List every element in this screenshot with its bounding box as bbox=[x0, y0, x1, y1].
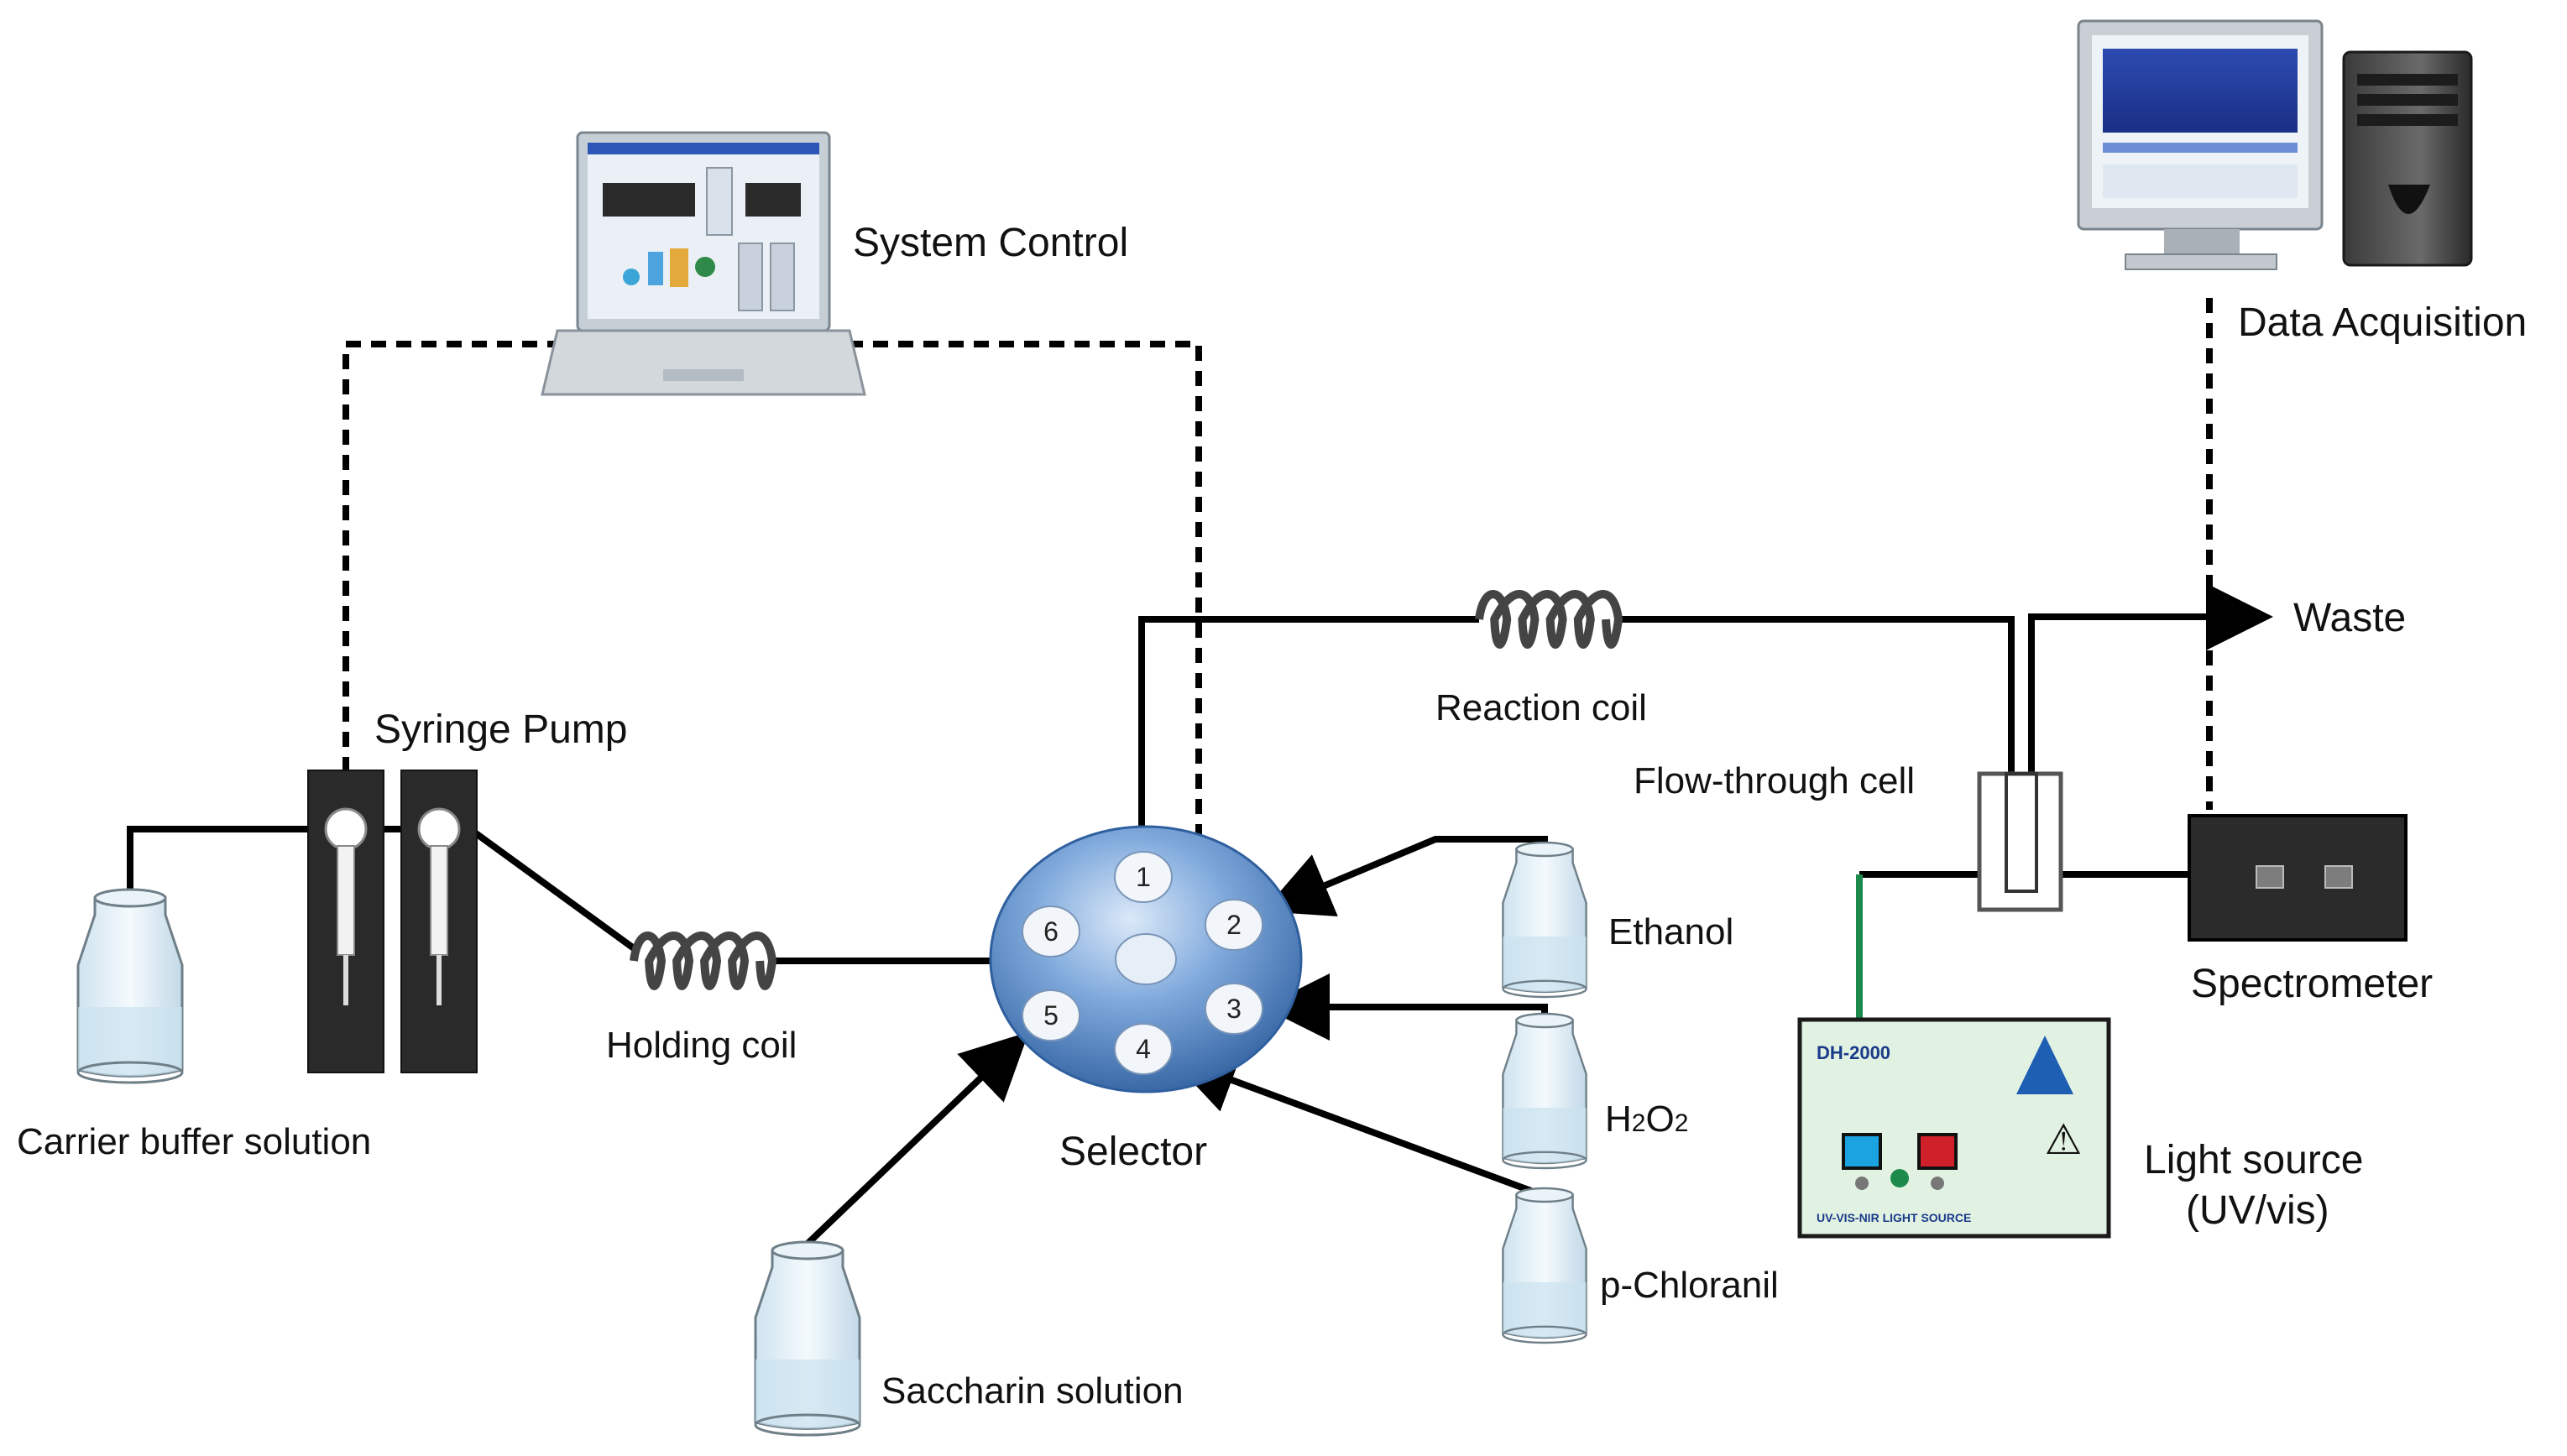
selector-port-number: 6 bbox=[1043, 916, 1059, 947]
reaction-coil-label: Reaction coil bbox=[1435, 687, 1647, 728]
selector-control-line bbox=[848, 341, 1202, 839]
light-source-device: DH-2000 ⚠ UV-VIS-NIR LIGHT SOURCE bbox=[1797, 1017, 2111, 1239]
selector-port-5: 5 bbox=[1022, 989, 1080, 1041]
selector-port-3: 3 bbox=[1205, 983, 1263, 1035]
ethanol-tube bbox=[1263, 836, 1548, 917]
light-source-footer: UV-VIS-NIR LIGHT SOURCE bbox=[1817, 1211, 1971, 1224]
selector-port-circle bbox=[1114, 851, 1173, 903]
selector-port-number: 5 bbox=[1043, 1000, 1059, 1031]
h2o2-label: H2O2 bbox=[1605, 1099, 1688, 1140]
selector-port-number: 1 bbox=[1136, 862, 1151, 892]
flow-through-cell-label: Flow-through cell bbox=[1634, 760, 1915, 801]
ethanol-label: Ethanol bbox=[1608, 911, 1733, 952]
selector-port-circle bbox=[1022, 905, 1080, 958]
p-chloranil-tube bbox=[1168, 1048, 1548, 1250]
selector-port-circle bbox=[1205, 899, 1263, 951]
h2o2-bottle bbox=[1502, 1012, 1587, 1170]
spectrometer-device bbox=[2188, 814, 2408, 942]
waste-label: Waste bbox=[2293, 596, 2406, 640]
ethanol-bottle bbox=[1502, 841, 1587, 999]
selector-port-circle bbox=[1022, 989, 1080, 1041]
reaction-coil-to-cell-tube bbox=[1618, 616, 2015, 898]
light-source-label-line1: Light source bbox=[2144, 1138, 2364, 1182]
holding-coil bbox=[630, 932, 777, 990]
light-source-label-line2: (UV/vis) bbox=[2186, 1188, 2329, 1233]
flow-through-cell bbox=[1977, 771, 2063, 912]
desktop-computer-icon bbox=[2077, 19, 2473, 270]
brand-logo-icon bbox=[2016, 1036, 2073, 1094]
carrier-buffer-bottle bbox=[76, 888, 184, 1084]
system-control-label: System Control bbox=[853, 221, 1128, 265]
selector-port-circle bbox=[1114, 1023, 1173, 1075]
carrier-buffer-label: Carrier buffer solution bbox=[17, 1121, 371, 1162]
syringe-pump bbox=[306, 769, 478, 1074]
selector-port-number: 3 bbox=[1226, 994, 1242, 1024]
p-chloranil-bottle bbox=[1502, 1187, 1587, 1344]
selector-port-circle bbox=[1205, 983, 1263, 1035]
saccharin-bottle bbox=[754, 1240, 861, 1437]
selector-port-number: 2 bbox=[1226, 910, 1242, 940]
warning-icon: ⚠ bbox=[2045, 1116, 2083, 1163]
selector-label: Selector bbox=[1059, 1130, 1207, 1174]
h2o2-tube bbox=[1263, 973, 1548, 1074]
syringe-pump-label: Syringe Pump bbox=[374, 707, 627, 752]
p-chloranil-label: p-Chloranil bbox=[1600, 1265, 1779, 1306]
holding-coil-label: Holding coil bbox=[606, 1025, 797, 1066]
reaction-coil bbox=[1475, 590, 1623, 649]
saccharin-label: Saccharin solution bbox=[881, 1370, 1184, 1412]
selector-port-4: 4 bbox=[1114, 1023, 1173, 1075]
selector-outlet-tube bbox=[1108, 616, 1479, 900]
selector-valve: 1 2 3 4 5 6 bbox=[989, 825, 1303, 1093]
light-source-model: DH-2000 bbox=[1817, 1042, 1890, 1063]
spectrometer-label: Spectrometer bbox=[2191, 962, 2433, 1006]
data-acquisition-label: Data Acquisition bbox=[2238, 300, 2527, 345]
control-lines bbox=[342, 298, 2213, 839]
laptop-icon bbox=[541, 131, 866, 396]
selector-port-1: 1 bbox=[1114, 851, 1173, 903]
selector-port-2: 2 bbox=[1205, 899, 1263, 951]
selector-port-6: 6 bbox=[1022, 905, 1080, 958]
selector-port-number: 4 bbox=[1136, 1034, 1151, 1064]
pump-control-line bbox=[342, 341, 571, 772]
